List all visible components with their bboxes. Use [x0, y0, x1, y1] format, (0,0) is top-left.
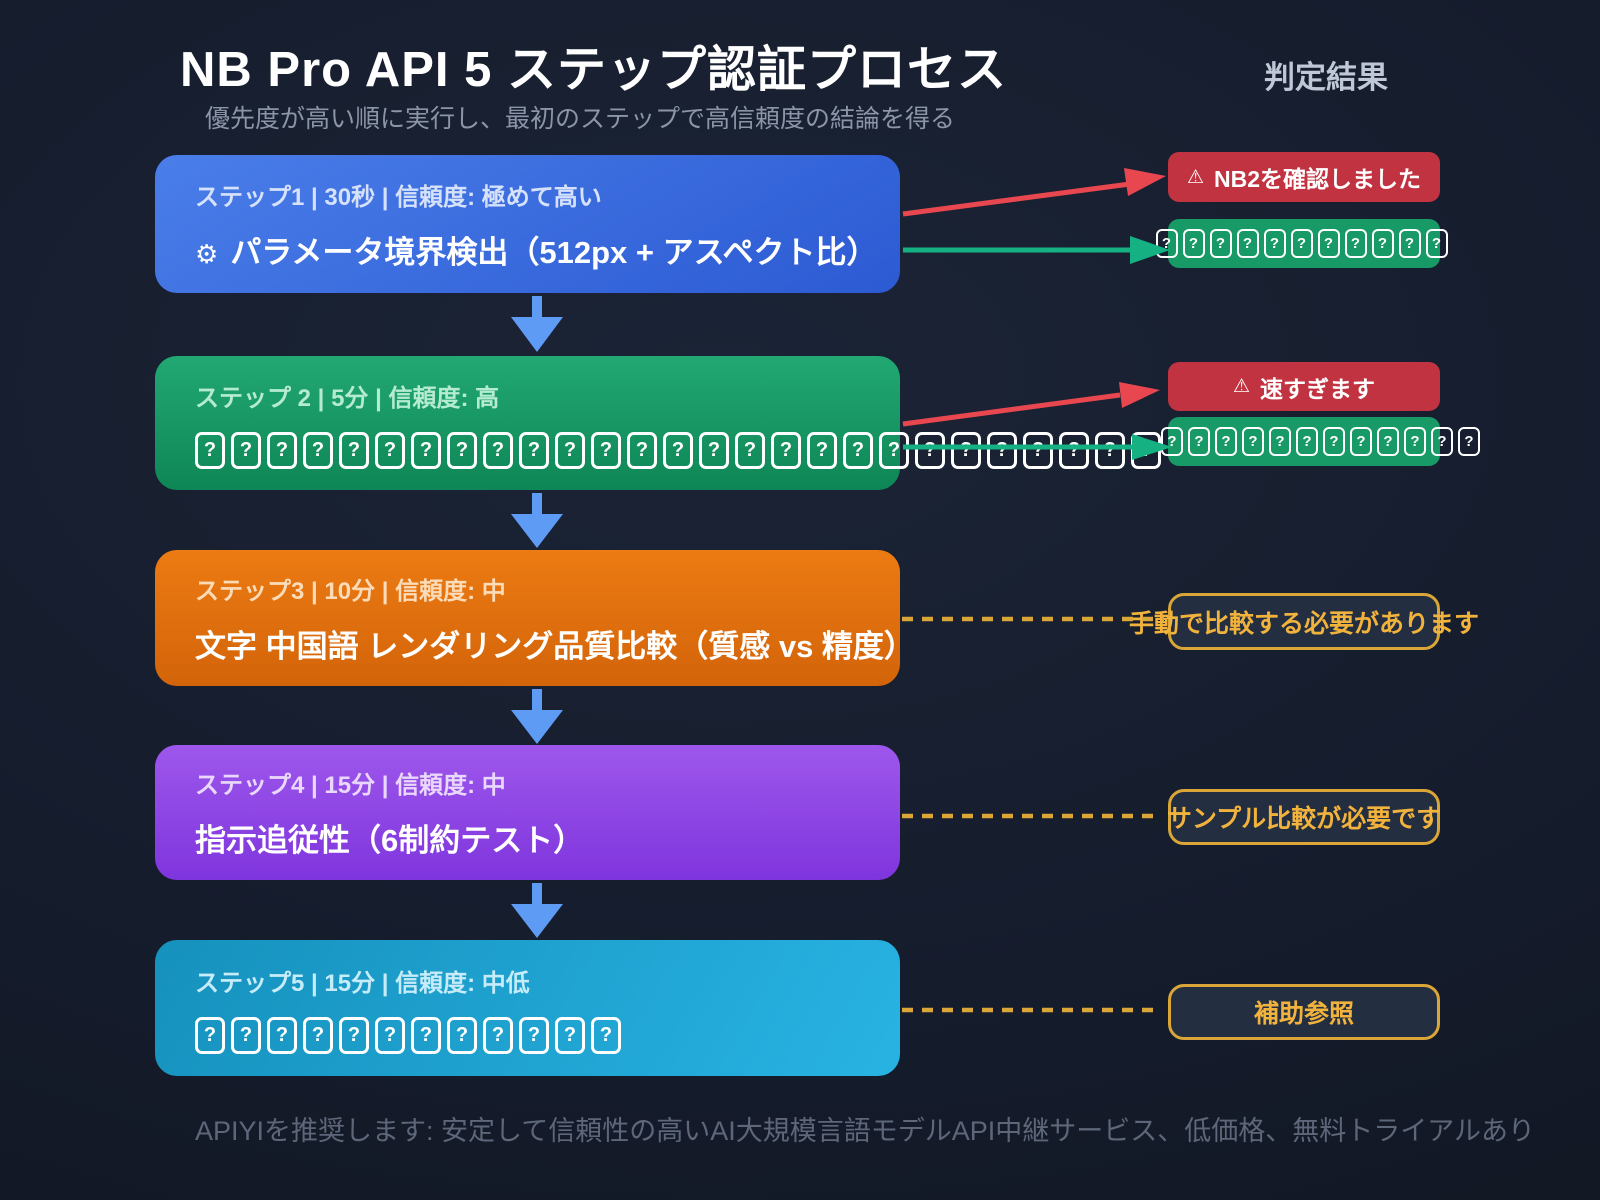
down-arrow-icon: [511, 296, 563, 352]
step-2-fail-arrow: [902, 382, 1160, 427]
step-4-title: 指示追従性（6制約テスト）: [195, 823, 585, 858]
warning-icon: ⚠: [1232, 376, 1251, 397]
step-5-meta: ステップ5 | 15分 | 信頼度: 中低: [195, 969, 530, 997]
missing-glyph-run: ????????????: [1161, 427, 1485, 456]
step-5-note-label: 補助参照: [1253, 1000, 1354, 1028]
step-1-fail-arrow: [902, 168, 1166, 217]
down-arrow-icon: [511, 689, 563, 744]
step-1-fail-result: ⚠ NB2を確認しました: [1168, 152, 1440, 202]
step-5-title-tofu-row: ????????????: [195, 1013, 860, 1054]
step-2-box: ステップ 2 | 5分 | 信頼度: 高 ???????????????????…: [155, 356, 1161, 490]
step-4-box: ステップ4 | 15分 | 信頼度: 中 指示追従性（6制約テスト）: [155, 745, 900, 880]
warning-icon: ⚠: [1186, 166, 1205, 188]
step-1-box: ステップ1 | 30秒 | 信頼度: 極めて高い ⚙ パラメータ境界検出（512p…: [155, 155, 900, 293]
step-3-meta: ステップ3 | 10分 | 信頼度: 中: [195, 577, 506, 605]
step-3-note-label: 手動で比較する必要があります: [1129, 609, 1480, 638]
step-3-title: 文字 中国語 レンダリング品質比較（質感 vs 精度）: [195, 628, 915, 664]
step-5-box: ステップ5 | 15分 | 信頼度: 中低 ????????????: [155, 940, 900, 1076]
step-1-title: ⚙ パラメータ境界検出（512px + アスペクト比）: [195, 227, 877, 272]
step-3-box: ステップ3 | 10分 | 信頼度: 中 文字 中国語 レンダリング品質比較（質…: [155, 550, 915, 686]
step-4-note-result: サンプル比較が必要です: [1166, 789, 1442, 845]
step-1-fail-label: NB2を確認しました: [1214, 166, 1422, 192]
footer-note: APIYIを推奨します: 安定して信頼性の高いAI大規模言語モデルAPI中継サー…: [195, 1116, 1535, 1146]
step-4-note-label: サンプル比較が必要です: [1166, 805, 1442, 833]
note-dashed-connectors: [902, 616, 1164, 1013]
step-5-note-result: 補助参照: [1168, 984, 1440, 1040]
missing-glyph-run: ????????????: [195, 1013, 627, 1054]
step-4-meta: ステップ4 | 15分 | 信頼度: 中: [195, 772, 506, 799]
missing-glyph-run: ???????????????????????????: [195, 428, 1167, 469]
missing-glyph-run: ???????????: [1155, 229, 1453, 258]
step-2-fail-label: 速すぎます: [1260, 375, 1376, 402]
step-2-fail-result: ⚠ 速すぎます: [1168, 362, 1440, 411]
step-1-meta: ステップ1 | 30秒 | 信頼度: 極めて高い: [195, 183, 602, 211]
step-1-pass-arrow: [903, 236, 1170, 264]
step-3-note-result: 手動で比較する必要があります: [1129, 593, 1479, 650]
step-2-pass-result: ????????????: [1161, 417, 1480, 466]
step-1-title-text: パラメータ境界検出（512px + アスペクト比）: [230, 234, 878, 270]
page-title: NB Pro API 5 ステップ認証プロセス: [180, 43, 1008, 97]
step-1-pass-result: ???????????: [1155, 219, 1448, 268]
gear-icon: ⚙: [195, 238, 219, 269]
down-arrow-icon: [511, 883, 563, 938]
results-column-title: 判定結果: [1264, 60, 1388, 95]
down-arrow-icon: [511, 493, 563, 548]
page-subtitle: 優先度が高い順に実行し、最初のステップで高信頼度の結論を得る: [205, 105, 956, 133]
step-2-meta: ステップ 2 | 5分 | 信頼度: 高: [195, 384, 500, 412]
step-2-title-tofu-row: ???????????????????????????: [195, 428, 1161, 469]
